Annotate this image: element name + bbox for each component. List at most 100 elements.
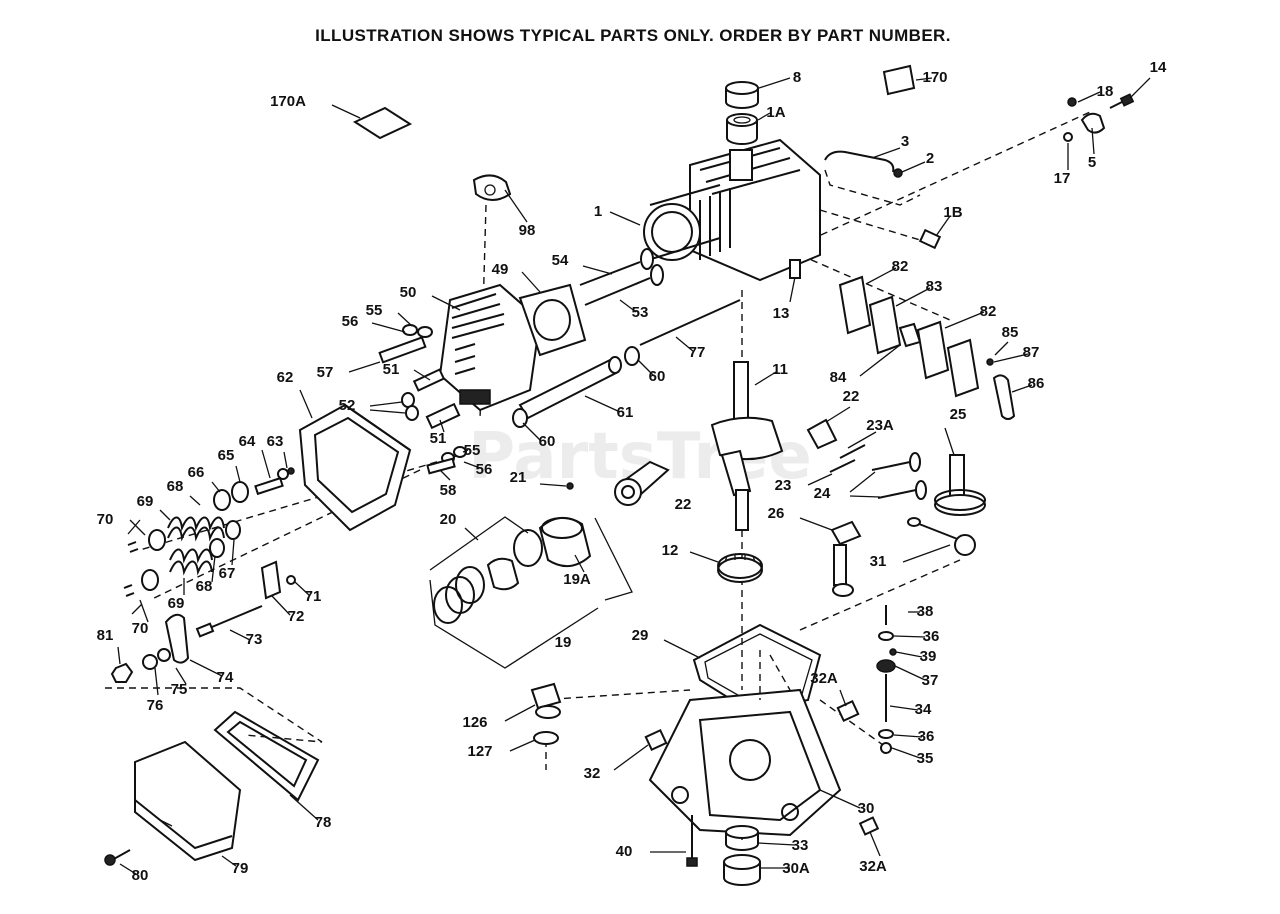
callout-51: 51 — [383, 361, 400, 378]
callout-55: 55 — [464, 442, 481, 459]
callout-77: 77 — [689, 344, 706, 361]
nut-17-icon — [1063, 132, 1073, 142]
connecting-rod-icon — [566, 460, 670, 506]
callout-24: 24 — [814, 485, 831, 502]
callout-60: 60 — [539, 433, 556, 450]
callout-5: 5 — [1088, 154, 1096, 171]
callout-53: 53 — [632, 304, 649, 321]
callout-72: 72 — [288, 608, 305, 625]
screw-40-icon — [686, 815, 698, 867]
seal-60-lower-icon — [512, 408, 528, 428]
callout-87: 87 — [1023, 344, 1040, 361]
callout-98: 98 — [519, 222, 536, 239]
screw-2-icon — [893, 168, 903, 178]
gasket-170A-icon — [352, 106, 413, 140]
callout-51: 51 — [430, 430, 447, 447]
governor-26-icon — [830, 520, 862, 597]
callout-18: 18 — [1097, 83, 1114, 100]
callout-56: 56 — [342, 313, 359, 330]
callout-30: 30 — [858, 800, 875, 817]
callout-23: 23 — [775, 477, 792, 494]
cylinder-head-icon — [438, 283, 542, 412]
air-filter-cover-79-icon — [134, 740, 242, 862]
callout-80: 80 — [132, 867, 149, 884]
gasket-49-icon — [518, 283, 587, 357]
tappets-24-icon — [871, 452, 927, 500]
callout-67: 67 — [219, 565, 236, 582]
callout-21: 21 — [510, 469, 527, 486]
callout-32a: 32A — [810, 670, 838, 687]
callout-39: 39 — [920, 648, 937, 665]
tube-3-icon — [824, 150, 895, 173]
breather-assembly-icon — [838, 275, 1016, 420]
governor-shaft-parts-icon — [110, 560, 296, 683]
callout-84: 84 — [830, 369, 847, 386]
callout-127: 127 — [467, 743, 492, 760]
callout-22: 22 — [675, 496, 692, 513]
callout-69: 69 — [168, 595, 185, 612]
screw-14-icon — [1109, 93, 1135, 109]
callout-63: 63 — [267, 433, 284, 450]
callout-14: 14 — [1150, 59, 1167, 76]
callout-11: 11 — [772, 361, 788, 378]
piston-19A-icon — [538, 517, 592, 567]
callout-31: 31 — [870, 553, 887, 570]
leader-lines — [117, 77, 1151, 875]
callout-8: 8 — [793, 69, 801, 86]
plug-32-icon — [644, 728, 668, 752]
rocker-studs-icon — [378, 324, 467, 475]
callout-13: 13 — [773, 305, 790, 322]
callout-17: 17 — [1054, 170, 1071, 187]
crank-gear-12-icon — [717, 553, 763, 583]
seal-1A-icon — [726, 113, 758, 145]
crankshaft-icon — [710, 361, 784, 531]
valve-spring-stack-icon — [123, 467, 295, 615]
valve-54-icon — [579, 248, 654, 286]
gasket-170-icon — [882, 64, 916, 96]
seal-33-icon — [725, 825, 759, 851]
callout-71: 71 — [305, 588, 322, 605]
callout-78: 78 — [315, 814, 332, 831]
callout-23a: 23A — [866, 417, 894, 434]
dipstick-126-icon — [530, 682, 562, 719]
plug-32A-upper-icon — [836, 699, 860, 723]
callout-33: 33 — [792, 837, 809, 854]
callout-36: 36 — [923, 628, 940, 645]
callout-56: 56 — [476, 461, 493, 478]
oring-127-icon — [533, 731, 559, 745]
diagram-header: ILLUSTRATION SHOWS TYPICAL PARTS ONLY. O… — [315, 26, 951, 45]
piston-group-bracket — [429, 516, 633, 669]
bearing-8-icon — [725, 81, 759, 109]
callout-86: 86 — [1028, 375, 1045, 392]
screw-80-icon — [104, 849, 131, 866]
callout-61: 61 — [617, 404, 634, 421]
callout-2: 2 — [926, 150, 934, 167]
assembly-enclosures — [105, 169, 921, 743]
callout-1: 1 — [594, 203, 602, 220]
callout-19a: 19A — [563, 571, 591, 588]
callout-55: 55 — [366, 302, 383, 319]
bearing-30A-icon — [723, 854, 761, 886]
callout-54: 54 — [552, 252, 569, 269]
callout-49: 49 — [492, 261, 509, 278]
callout-60: 60 — [649, 368, 666, 385]
callout-29: 29 — [632, 627, 649, 644]
cylinder-block-icon — [643, 138, 821, 282]
callout-20: 20 — [440, 511, 457, 528]
callout-73: 73 — [246, 631, 263, 648]
gasket-98-icon — [472, 174, 512, 201]
lifter-bracket-22-icon — [806, 418, 866, 473]
callout-52: 52 — [339, 397, 356, 414]
callout-26: 26 — [768, 505, 785, 522]
callout-85: 85 — [1002, 324, 1019, 341]
callout-170a: 170A — [270, 93, 306, 110]
clamp-5-icon — [1080, 112, 1106, 134]
callout-66: 66 — [188, 464, 205, 481]
piston-rings-20-icon — [433, 529, 543, 624]
callout-37: 37 — [922, 672, 939, 689]
callout-70: 70 — [132, 620, 149, 637]
callout-68: 68 — [167, 478, 184, 495]
callout-25: 25 — [950, 406, 967, 423]
camshaft-25-icon — [934, 454, 986, 516]
